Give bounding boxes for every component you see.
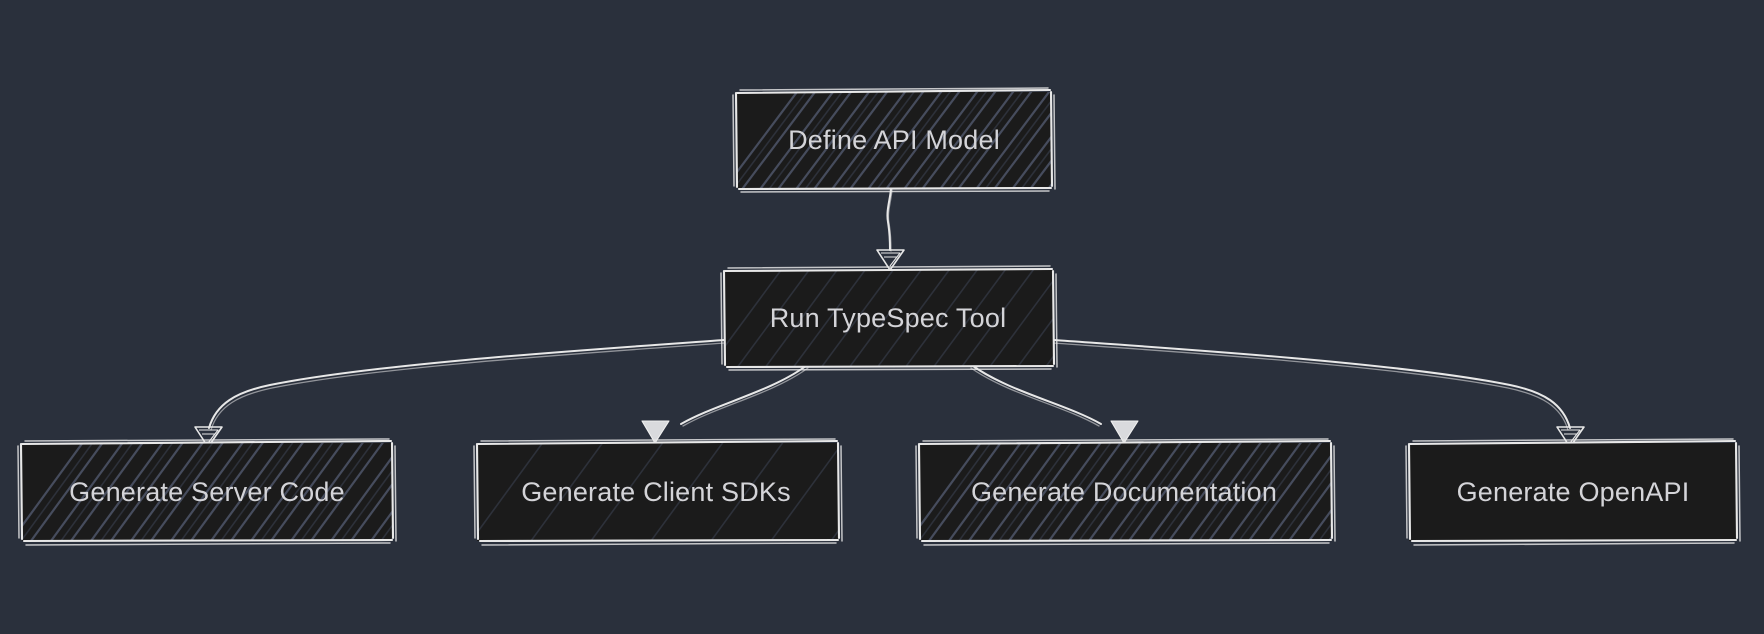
hatch-fill xyxy=(919,443,1332,541)
arrowhead-icon xyxy=(641,420,670,444)
node-label-generate-openapi: Generate OpenAPI xyxy=(1457,477,1690,507)
arrowhead-icon xyxy=(876,249,905,271)
node-generate-server-code[interactable]: Generate Server Code xyxy=(0,430,472,556)
node-label-generate-client-sdks: Generate Client SDKs xyxy=(521,477,791,507)
node-border xyxy=(720,265,1058,371)
hatch-fill xyxy=(477,443,839,541)
arrowhead-icon xyxy=(1110,420,1139,444)
node-label-define-api-model: Define API Model xyxy=(788,125,1000,155)
node-generate-documentation[interactable]: Generate Documentation xyxy=(898,430,1410,556)
node-border xyxy=(1405,438,1741,546)
edge-run-to-docs xyxy=(970,365,1139,444)
node-label-generate-server-code: Generate Server Code xyxy=(69,477,345,507)
hatch-fill xyxy=(724,270,1054,366)
arrowhead-icon xyxy=(1556,426,1585,448)
hatch-fill xyxy=(736,92,1052,188)
node-label-run-typespec-tool: Run TypeSpec Tool xyxy=(770,303,1007,333)
edges-layer xyxy=(194,188,1585,448)
edge-run-to-openapi xyxy=(1052,339,1585,448)
node-border xyxy=(732,87,1056,193)
node-border xyxy=(473,438,843,546)
edge-run-to-server xyxy=(194,339,726,448)
node-label-generate-documentation: Generate Documentation xyxy=(971,477,1277,507)
node-generate-client-sdks[interactable]: Generate Client SDKs xyxy=(460,430,912,556)
edge-run-to-sdks xyxy=(641,365,809,444)
edge-define-to-run xyxy=(876,188,905,271)
node-border xyxy=(915,438,1336,546)
node-define-api-model[interactable]: Define API Model xyxy=(716,80,1130,200)
node-generate-openapi[interactable]: Generate OpenAPI xyxy=(1405,438,1741,546)
arrowhead-icon xyxy=(194,426,223,448)
node-border xyxy=(17,438,397,546)
node-run-typespec-tool[interactable]: Run TypeSpec Tool xyxy=(700,258,1126,380)
hatch-fill xyxy=(21,443,393,541)
